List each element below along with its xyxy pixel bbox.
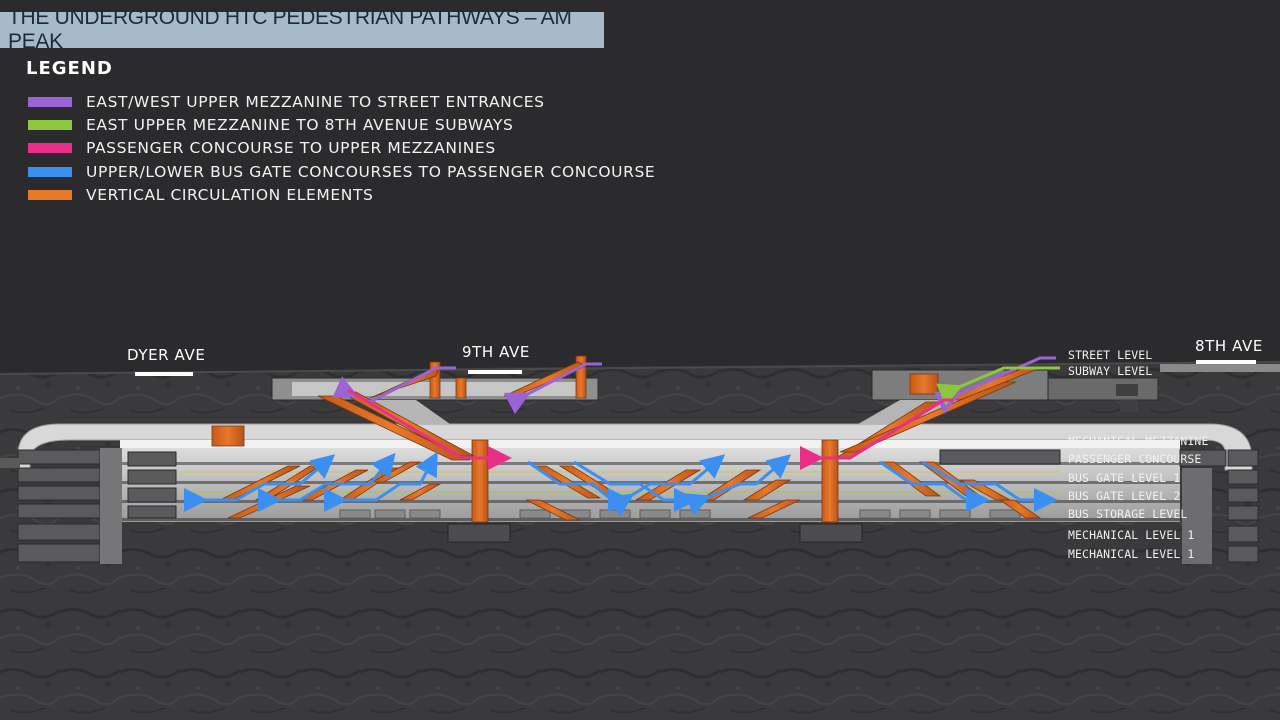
page-title: THE UNDERGROUND HTC PEDESTRIAN PATHWAYS … xyxy=(0,6,604,53)
street-level-slab xyxy=(1160,364,1280,372)
blue-paths xyxy=(184,451,1058,517)
legend-item: UPPER/LOWER BUS GATE CONCOURSES TO PASSE… xyxy=(28,160,655,183)
street-label-dyer: DYER AVE xyxy=(127,346,206,364)
legend-swatch-purple xyxy=(28,96,72,107)
legend-item: VERTICAL CIRCULATION ELEMENTS xyxy=(28,183,655,206)
footing-west xyxy=(447,523,511,543)
level-label-passenger-concourse: PASSENGER CONCOURSE xyxy=(1068,452,1202,466)
level-label-bus-gate-1: BUS GATE LEVEL 1 xyxy=(1068,471,1181,485)
terminal-shell xyxy=(17,423,1253,471)
pink-paths xyxy=(347,388,954,470)
level-label-mechanical-1b: MECHANICAL LEVEL 1 xyxy=(1068,547,1195,561)
level-label-bus-gate-2: BUS GATE LEVEL 2 xyxy=(1068,489,1181,503)
legend: EAST/WEST UPPER MEZZANINE TO STREET ENTR… xyxy=(28,90,655,206)
legend-swatch-orange xyxy=(28,189,72,200)
legend-label: UPPER/LOWER BUS GATE CONCOURSES TO PASSE… xyxy=(86,162,656,181)
east-subway-box xyxy=(1047,377,1159,401)
level-label-mechanical-mezzanine: MECHANICAL MEZZANINE xyxy=(1068,434,1209,448)
level-label-street: STREET LEVEL xyxy=(1068,348,1153,362)
legend-swatch-blue xyxy=(28,166,72,177)
street-marker-ninth xyxy=(468,370,522,374)
footing-east xyxy=(799,523,863,543)
west-mezz-connector xyxy=(368,400,450,424)
east-subway-platform xyxy=(1116,384,1138,396)
west-shaft xyxy=(100,448,122,564)
legend-item: EAST/WEST UPPER MEZZANINE TO STREET ENTR… xyxy=(28,90,655,113)
legend-label: VERTICAL CIRCULATION ELEMENTS xyxy=(86,185,374,204)
street-label-ninth: 9TH AVE xyxy=(462,343,530,361)
ground-surface xyxy=(0,361,1280,375)
legend-swatch-pink xyxy=(28,143,72,154)
legend-label: EAST/WEST UPPER MEZZANINE TO STREET ENTR… xyxy=(86,92,545,111)
level-label-bus-storage: BUS STORAGE LEVEL xyxy=(1068,507,1188,521)
street-marker-eighth xyxy=(1196,360,1256,364)
level-label-subway: SUBWAY LEVEL xyxy=(1068,364,1153,378)
east-subway-platform-2 xyxy=(1120,400,1138,412)
legend-item: EAST UPPER MEZZANINE TO 8TH AVENUE SUBWA… xyxy=(28,113,655,136)
legend-label: EAST UPPER MEZZANINE TO 8TH AVENUE SUBWA… xyxy=(86,115,514,134)
east-shaft xyxy=(1182,468,1212,564)
legend-item: PASSENGER CONCOURSE TO UPPER MEZZANINES xyxy=(28,137,655,160)
green-paths xyxy=(936,366,1060,406)
legend-label: PASSENGER CONCOURSE TO UPPER MEZZANINES xyxy=(86,139,496,158)
bus-storage-floor xyxy=(120,518,1180,521)
legend-swatch-green xyxy=(28,119,72,130)
west-ramp xyxy=(0,458,20,468)
east-stack xyxy=(939,449,1259,563)
street-marker-dyer xyxy=(135,372,193,376)
mechanical-mezzanine-slab xyxy=(120,440,1180,448)
street-label-eighth: 8TH AVE xyxy=(1195,337,1263,355)
legend-heading: LEGEND xyxy=(26,58,113,79)
level-label-mechanical-1: MECHANICAL LEVEL 1 xyxy=(1068,528,1195,542)
